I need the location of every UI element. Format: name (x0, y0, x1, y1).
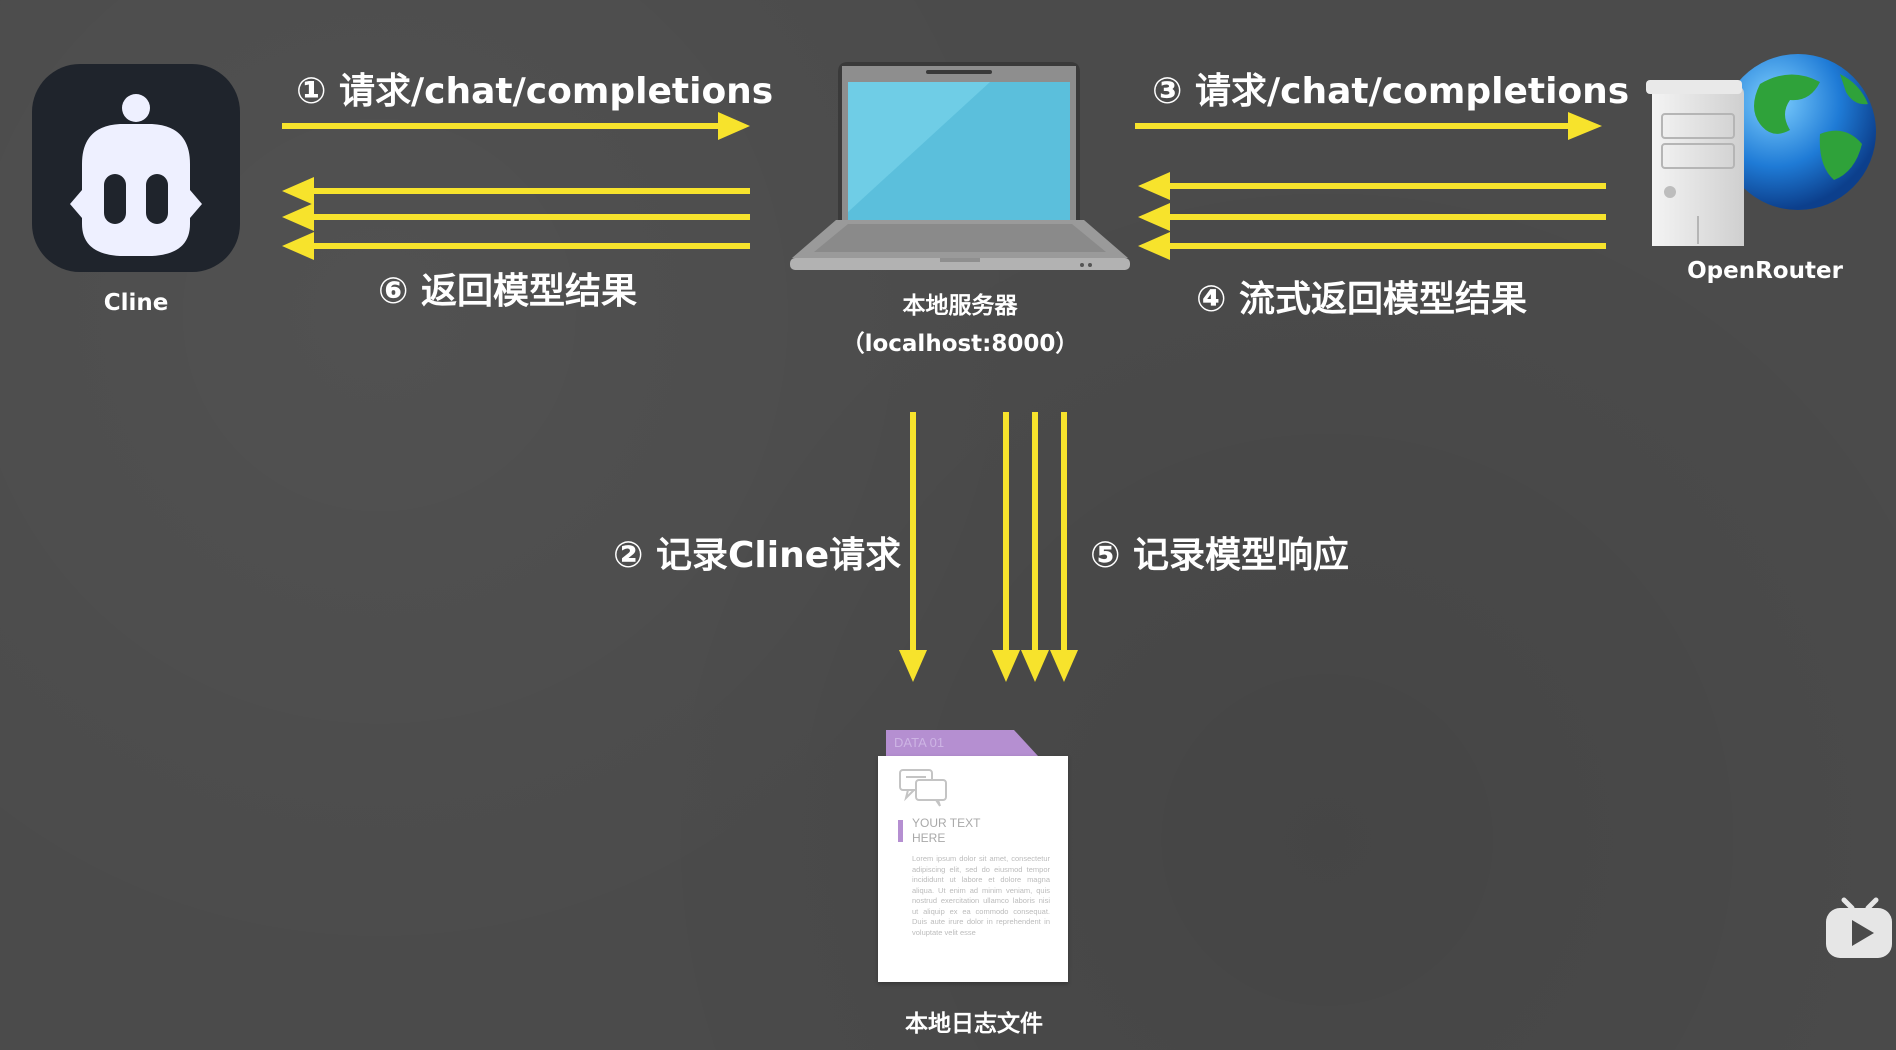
server-node: 本地服务器 （localhost:8000） (790, 62, 1130, 358)
openrouter-node: OpenRouter (1640, 44, 1890, 284)
openrouter-label: OpenRouter (1687, 258, 1843, 284)
document-page: YOUR TEXT HERE Lorem ipsum dolor sit ame… (878, 756, 1068, 982)
step-6-label: ⑥ 返回模型结果 (378, 271, 638, 312)
step-4-label: ④ 流式返回模型结果 (1196, 279, 1528, 320)
arrow-log-request (899, 412, 927, 682)
logfile-node: DATA 01 YOUR TEXT HERE Lorem ipsum dolor… (874, 730, 1074, 1038)
cline-label: Cline (103, 290, 169, 316)
chat-bubbles-icon (899, 769, 947, 807)
document-heading: YOUR TEXT HERE (912, 816, 981, 845)
document-icon: DATA 01 YOUR TEXT HERE Lorem ipsum dolor… (874, 730, 1074, 982)
arrow-request-to-server (282, 112, 750, 140)
arrow-log-response (992, 412, 1078, 682)
arrow-request-to-openrouter (1135, 112, 1602, 140)
step-1-label: ① 请求/chat/completions (296, 71, 774, 112)
laptop-icon (790, 62, 1130, 270)
cline-robot-icon (32, 64, 240, 272)
arrow-return-to-cline (282, 177, 750, 260)
logfile-label: 本地日志文件 (905, 1011, 1043, 1037)
step-5-label: ⑤ 记录模型响应 (1090, 535, 1350, 576)
cline-node: Cline (32, 64, 240, 316)
arrow-stream-return-to-server (1138, 172, 1606, 260)
server-globe-icon (1646, 54, 1876, 246)
document-tab-text: DATA 01 (894, 735, 945, 750)
bilibili-tv-icon (1826, 897, 1892, 958)
server-address: （localhost:8000） (841, 331, 1079, 357)
document-accent-bar (898, 820, 903, 842)
server-label: 本地服务器 (902, 293, 1018, 319)
step-3-label: ③ 请求/chat/completions (1152, 71, 1630, 112)
document-body: Lorem ipsum dolor sit amet, consectetur … (912, 854, 1050, 937)
document-tab (886, 730, 1038, 756)
step-2-label: ② 记录Cline请求 (613, 535, 902, 576)
